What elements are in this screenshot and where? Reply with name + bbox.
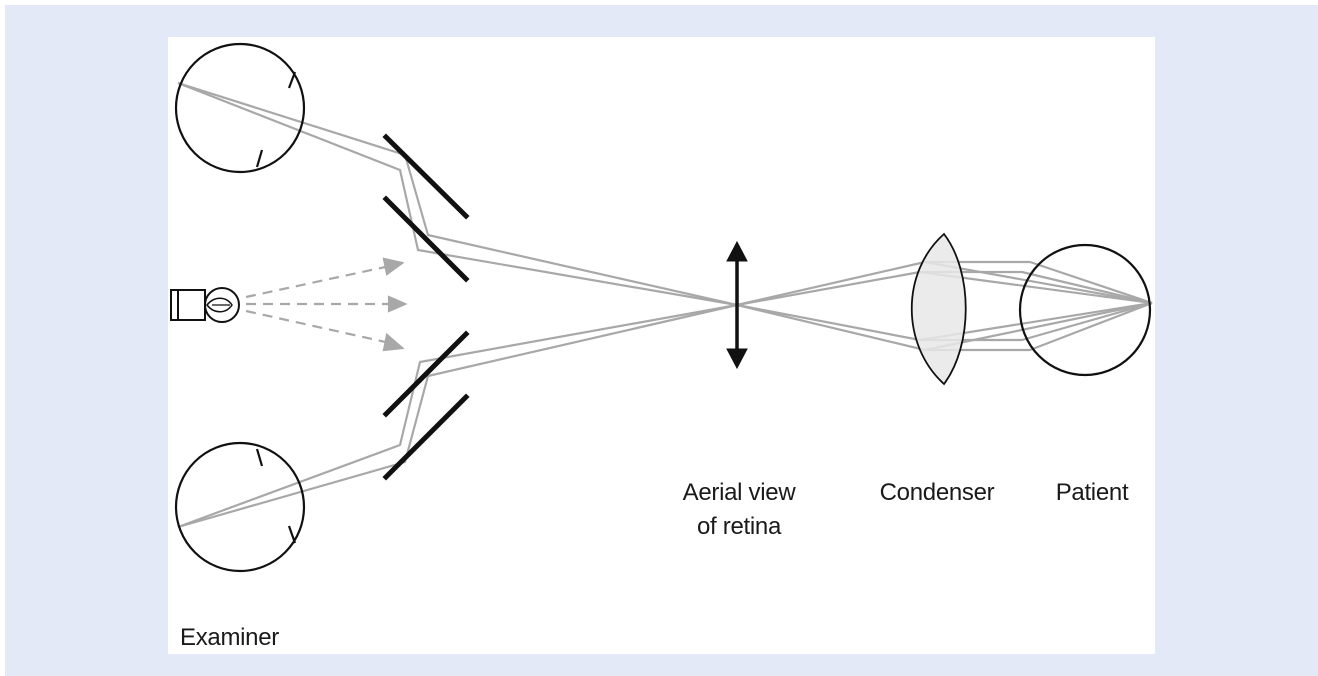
aerial-view-line1: Aerial view: [682, 479, 796, 506]
patient-label: Patient: [1055, 479, 1129, 506]
double-arrow-icon: [726, 240, 748, 370]
aerial-view-label: Aerial view of retina: [664, 476, 814, 544]
condenser-label: Condenser: [879, 479, 995, 506]
mirror-upper-outer: [382, 133, 470, 220]
patient-eye: [1018, 243, 1152, 377]
mirrors: [382, 133, 470, 481]
ray-upper-1: [177, 81, 1153, 342]
examiner-label: Examiner: [180, 624, 279, 651]
examiner-eye-upper: [174, 42, 306, 174]
light-bulb-icon: [170, 287, 240, 323]
aerial-view-line2: of retina: [696, 513, 782, 540]
illumination-arrows: [245, 257, 408, 352]
examiner-eye-lower: [174, 441, 306, 573]
light-rays: [177, 81, 1153, 529]
mirror-upper-inner: [382, 195, 470, 283]
ray-patient-upper: [925, 260, 1153, 305]
ray-upper-2: [177, 81, 1153, 352]
ray-lower-1: [177, 260, 1153, 529]
mirror-lower-outer: [382, 393, 470, 481]
diagram-panel: [168, 37, 1155, 654]
condenser-lens: [910, 232, 967, 386]
mirror-lower-inner: [382, 330, 470, 418]
